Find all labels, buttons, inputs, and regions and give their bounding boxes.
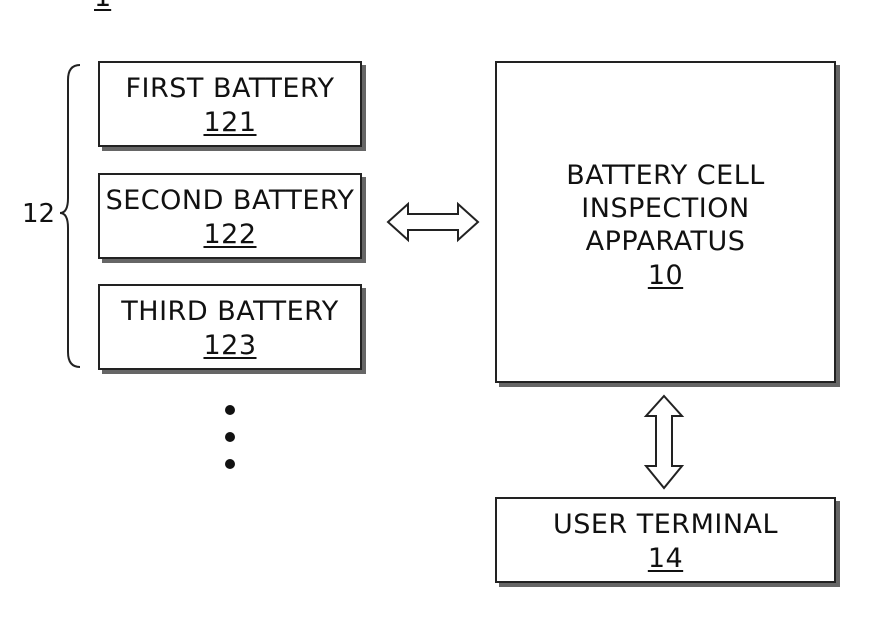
- user-terminal-box: USER TERMINAL 14: [495, 497, 836, 583]
- ellipsis-dot: [225, 459, 235, 469]
- group-brace: [60, 65, 80, 367]
- battery-name: THIRD BATTERY: [100, 296, 360, 327]
- inspection-apparatus-box: BATTERY CELL INSPECTION APPARATUS 10: [495, 61, 836, 383]
- ellipsis-dot: [225, 405, 235, 415]
- bidirectional-arrow-horizontal: [388, 204, 478, 240]
- first-battery-box: FIRST BATTERY 121: [98, 61, 362, 147]
- bidirectional-arrow-vertical: [646, 396, 682, 488]
- apparatus-line-3: APPARATUS: [497, 226, 834, 257]
- battery-number: 122: [203, 219, 256, 250]
- ellipsis-dot: [225, 432, 235, 442]
- apparatus-number: 10: [648, 260, 683, 291]
- apparatus-line-2: INSPECTION: [497, 193, 834, 224]
- second-battery-box: SECOND BATTERY 122: [98, 173, 362, 259]
- apparatus-line-1: BATTERY CELL: [497, 160, 834, 191]
- third-battery-box: THIRD BATTERY 123: [98, 284, 362, 370]
- battery-name: SECOND BATTERY: [100, 185, 360, 216]
- battery-name: FIRST BATTERY: [100, 73, 360, 104]
- user-terminal-number: 14: [648, 543, 683, 574]
- battery-number: 121: [203, 107, 256, 138]
- battery-number: 123: [203, 330, 256, 361]
- group-label: 12: [22, 199, 55, 229]
- user-terminal-name: USER TERMINAL: [497, 509, 834, 540]
